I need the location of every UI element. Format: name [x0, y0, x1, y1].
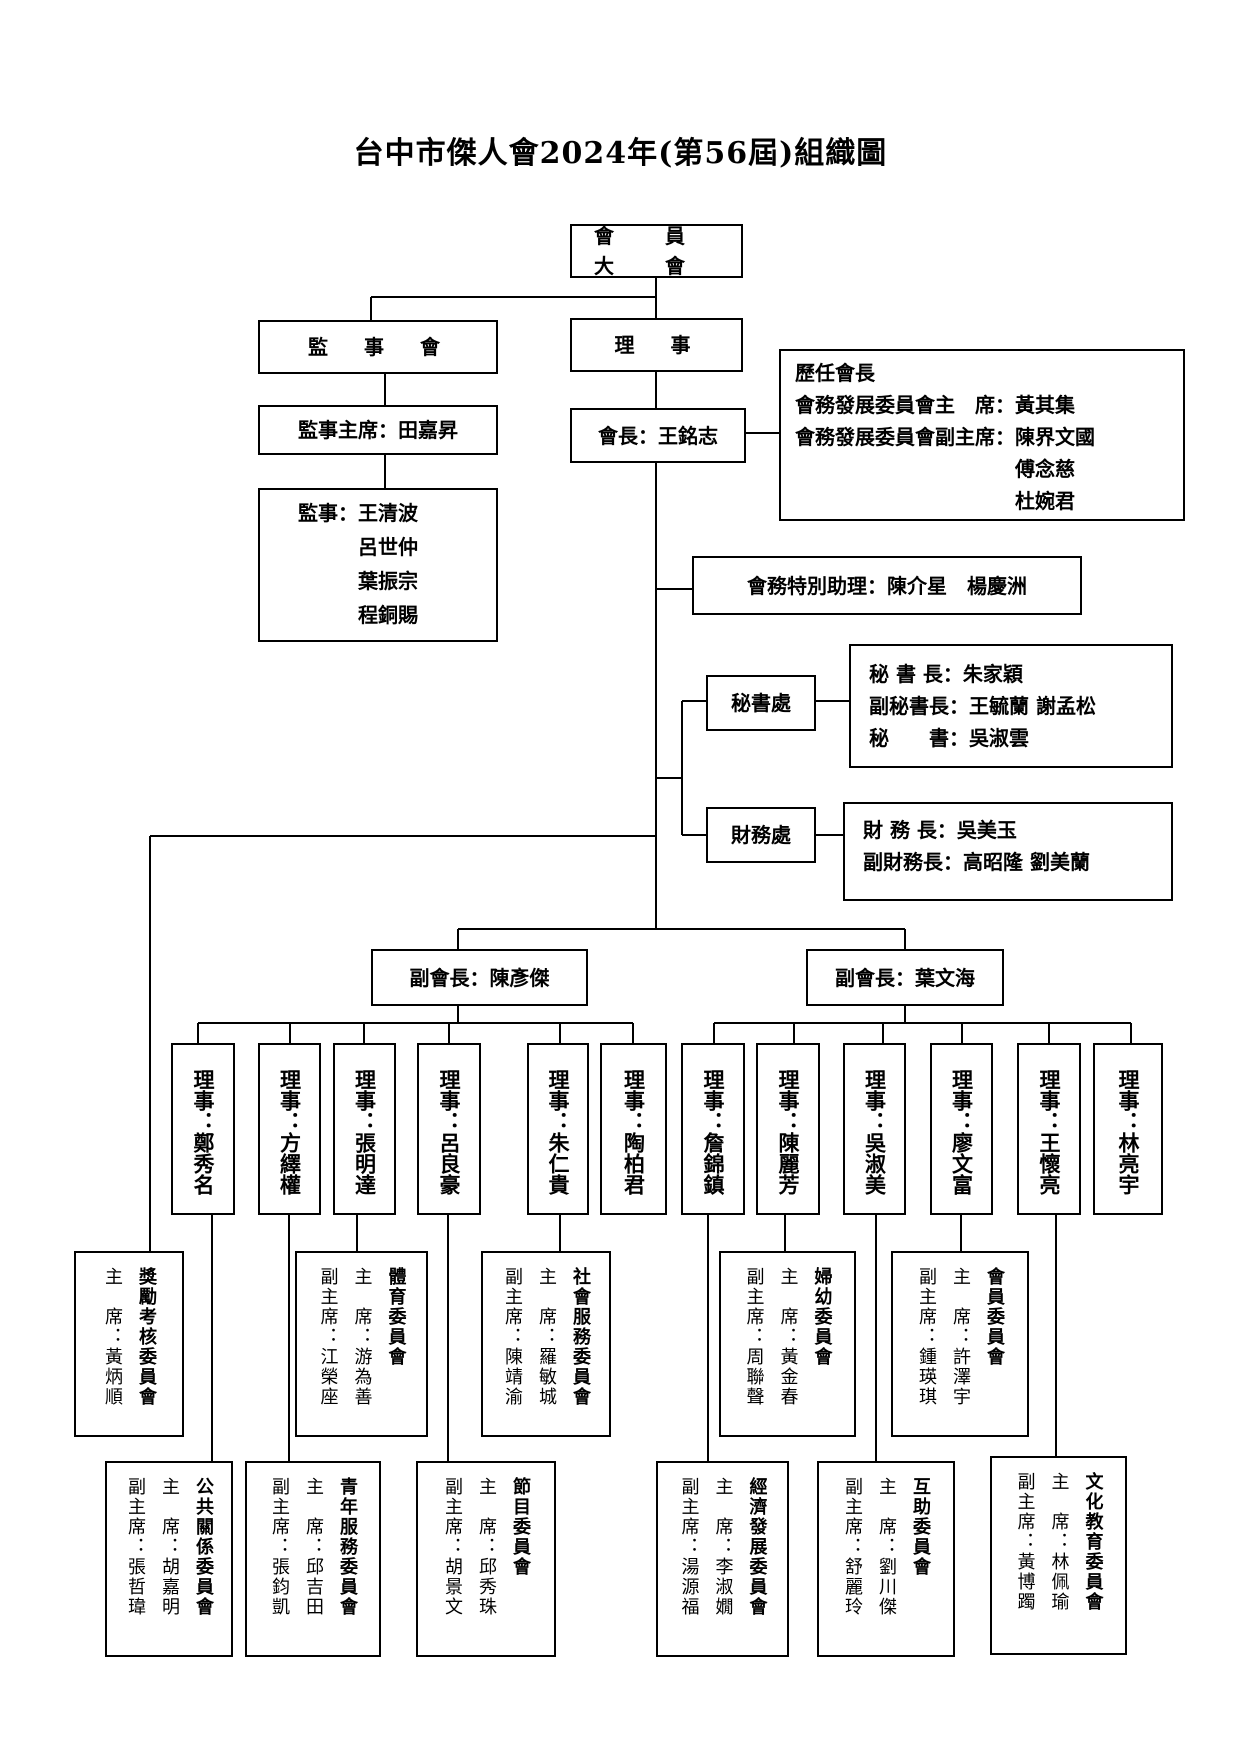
special-assistant-box: 會務特別助理：陳介星 楊慶洲 — [692, 556, 1082, 615]
committee-box-economic-development: 經濟發展委員會 主 席：李淑嫺 副主席：湯源福 — [656, 1461, 789, 1657]
committee-box-youth-service: 青年服務委員會 主 席：邱吉田 副主席：張鈞凱 — [245, 1461, 381, 1657]
committee-box-women-children: 婦幼委員會 主 席：黃金春 副主席：周聯聲 — [719, 1251, 856, 1437]
board-of-directors-box: 理 事 — [570, 318, 743, 372]
committee-vice-chair: 副主席：黃博躅 — [1014, 1472, 1036, 1612]
supervisory-board-box: 監 事 會 — [258, 320, 498, 374]
committee-vice-chair: 副主席：張鈞凱 — [269, 1477, 290, 1617]
vice-president-box-2: 副會長：葉文海 — [806, 949, 1004, 1006]
past-presidents-box: 歷任會長 會務發展委員會主 席：黃其集 會務發展委員會副主席：陳界文國 傅念慈 … — [779, 349, 1185, 521]
committee-box-programs: 節目委員會 主 席：邱秀珠 副主席：胡景文 — [416, 1461, 556, 1657]
president-box: 會長：王銘志 — [570, 408, 746, 463]
director-box-8: 理事：陳麗芳 — [756, 1043, 820, 1215]
committee-box-membership: 會員委員會 主 席：許澤宇 副主席：鍾瑛琪 — [891, 1251, 1029, 1437]
committee-box-mutual-aid: 互助委員會 主 席：劉川傑 副主席：舒麗玲 — [817, 1461, 955, 1657]
committee-chair: 主 席：許澤宇 — [950, 1267, 971, 1407]
director-box-12: 理事：林亮宇 — [1093, 1043, 1163, 1215]
director-box-4: 理事：呂良豪 — [417, 1043, 481, 1215]
supervisory-chair-box: 監事主席：田嘉昇 — [258, 405, 498, 455]
director-box-3: 理事：張明達 — [333, 1043, 396, 1215]
supervisors-list-box: 監事：王清波 呂世仲 葉振宗 程銅賜 — [258, 488, 498, 642]
director-box-1: 理事：鄭秀名 — [171, 1043, 235, 1215]
committee-chair: 主 席：胡嘉明 — [159, 1477, 180, 1617]
committee-chair: 主 席：劉川傑 — [876, 1477, 897, 1617]
committee-vice-chair: 副主席：鍾瑛琪 — [916, 1267, 937, 1407]
director-box-2: 理事：方繹權 — [258, 1043, 321, 1215]
committee-vice-chair: 副主席：湯源福 — [678, 1477, 700, 1617]
general-assembly-box: 會 員 大 會 — [570, 224, 743, 278]
finance-details-box: 財 務 長：吳美玉 副財務長：高昭隆 劉美蘭 — [843, 802, 1173, 901]
director-box-11: 理事：王懷亮 — [1017, 1043, 1081, 1215]
committee-name: 社會服務委員會 — [570, 1267, 591, 1407]
committee-vice-chair: 副主席：周聯聲 — [743, 1267, 765, 1407]
committee-name: 獎勵考核委員會 — [136, 1267, 157, 1407]
secretariat-box: 秘書處 — [706, 675, 816, 731]
director-box-5: 理事：朱仁貴 — [527, 1043, 589, 1215]
committee-box-public-relations: 公共關係委員會 主 席：胡嘉明 副主席：張哲瑋 — [105, 1461, 233, 1657]
committee-name: 公共關係委員會 — [193, 1477, 214, 1617]
committee-vice-chair: 副主席：江榮座 — [317, 1267, 339, 1407]
committee-name: 體育委員會 — [385, 1267, 407, 1367]
committee-name: 會員委員會 — [984, 1267, 1005, 1367]
committee-box-culture-education: 文化教育委員會 主 席：林佩瑜 副主席：黃博躅 — [990, 1456, 1127, 1655]
finance-box: 財務處 — [706, 807, 816, 863]
committee-chair: 主 席：黃炳順 — [102, 1267, 123, 1407]
committee-chair: 主 席：游為善 — [351, 1267, 373, 1407]
secretariat-details-box: 秘 書 長：朱家穎 副秘書長：王毓蘭 謝孟松 秘 書：吳淑雲 — [849, 644, 1173, 768]
committee-chair: 主 席：羅敏城 — [536, 1267, 557, 1407]
committee-name: 節目委員會 — [510, 1477, 531, 1577]
vice-president-box-1: 副會長：陳彥傑 — [371, 949, 588, 1006]
director-box-7: 理事：詹錦鎮 — [681, 1043, 745, 1215]
director-box-10: 理事：廖文富 — [930, 1043, 993, 1215]
committee-box-sports: 體育委員會 主 席：游為善 副主席：江榮座 — [295, 1251, 428, 1437]
director-box-6: 理事：陶柏君 — [600, 1043, 667, 1215]
committee-name: 經濟發展委員會 — [746, 1477, 768, 1617]
committee-name: 青年服務委員會 — [337, 1477, 358, 1617]
director-box-9: 理事：吳淑美 — [843, 1043, 906, 1215]
committee-chair: 主 席：林佩瑜 — [1048, 1472, 1070, 1612]
chart-title: 台中市傑人會2024年(第56屆)組織圖 — [353, 136, 888, 171]
committee-name: 互助委員會 — [910, 1477, 931, 1577]
committee-vice-chair: 副主席：陳靖渝 — [502, 1267, 523, 1407]
committee-vice-chair: 副主席：張哲瑋 — [125, 1477, 146, 1617]
committee-chair: 主 席：邱吉田 — [303, 1477, 324, 1617]
committee-name: 文化教育委員會 — [1082, 1472, 1104, 1612]
committee-chair: 主 席：李淑嫺 — [712, 1477, 734, 1617]
committee-chair: 主 席：邱秀珠 — [476, 1477, 497, 1617]
committee-chair: 主 席：黃金春 — [777, 1267, 799, 1407]
committee-vice-chair: 副主席：胡景文 — [442, 1477, 463, 1617]
committee-box-social-service: 社會服務委員會 主 席：羅敏城 副主席：陳靖渝 — [481, 1251, 611, 1437]
committee-box-award: 獎勵考核委員會 主 席：黃炳順 — [74, 1251, 184, 1437]
committee-name: 婦幼委員會 — [811, 1267, 833, 1367]
committee-vice-chair: 副主席：舒麗玲 — [842, 1477, 863, 1617]
